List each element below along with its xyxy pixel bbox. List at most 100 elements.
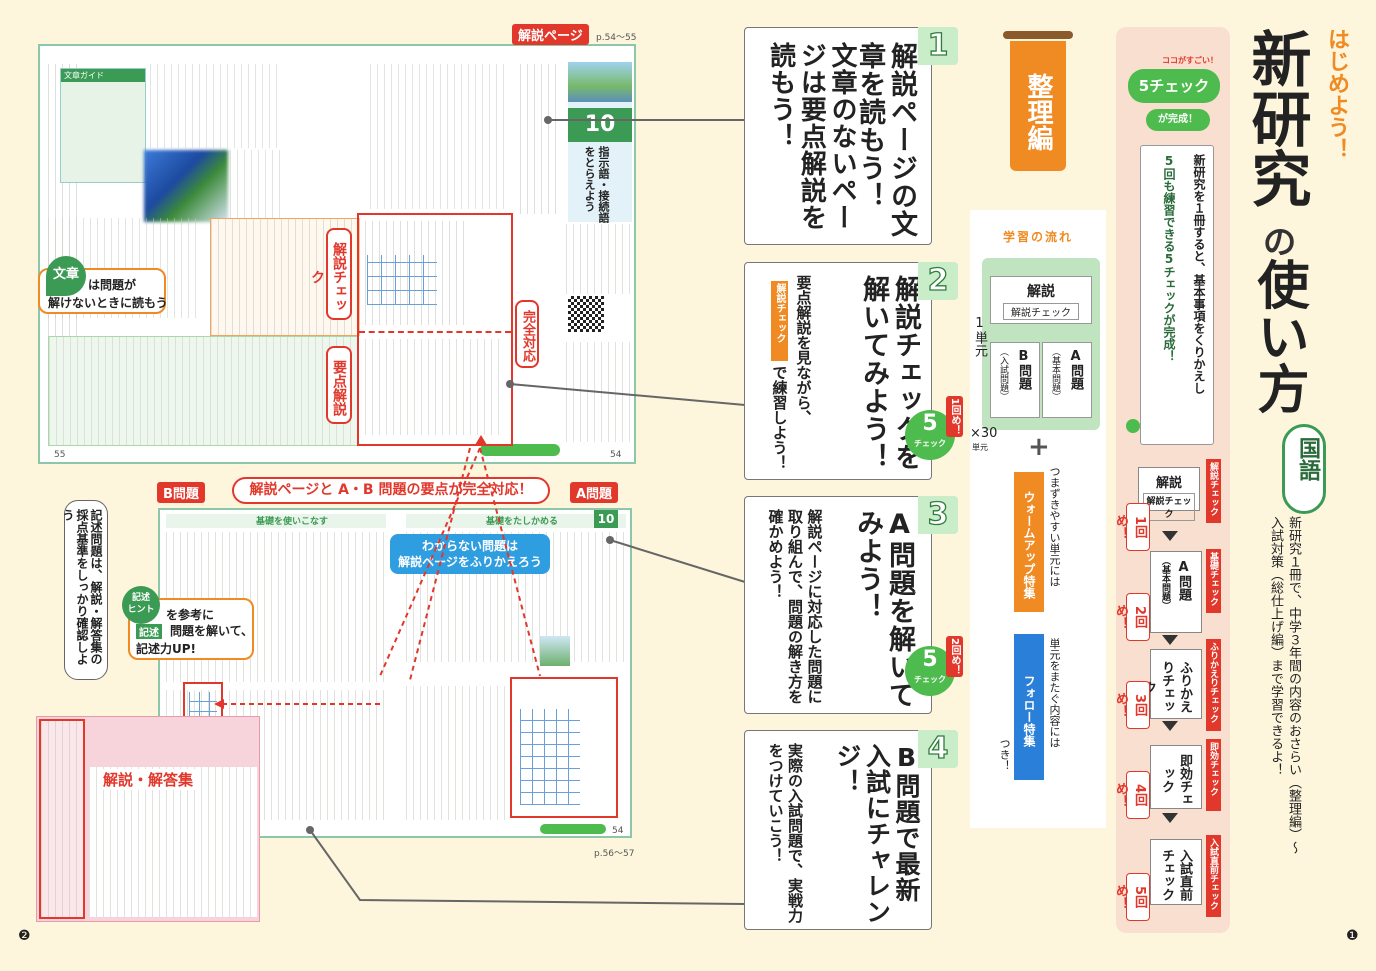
kijutsu-hint-top: 記述 [131,593,150,603]
bunsho-text1: は問題が [88,278,137,292]
answers-cover [39,719,85,919]
step-5-box: 入試直前チェック [1159,849,1192,901]
kijutsu-tag2: 記述 [136,624,162,639]
sprout-icon [1126,419,1140,433]
left-mini-page-num: 55 [54,450,66,460]
step-2-box: A問題 [1176,560,1191,601]
flow-unit-label: 1単元 [972,316,987,357]
step-box-2: A問題 （基本問題） [1150,551,1202,633]
desc-line2: 5回も練習できる5チェックが完成！ [1162,154,1176,362]
kijutsu-text3: 記述力UP! [136,642,197,656]
flow-follow-note: 単元をまたぐ内容には [1048,638,1061,748]
badge-five: 5 [922,647,938,672]
answer-boxes [367,255,437,305]
step-1-tab: 解説チェック [1206,459,1221,523]
bunsho-tag: 文章 [46,256,86,296]
kanzen-taio-label: 完全対応 [515,300,539,368]
koko-ga-sugoi: ココがすごい！ [1162,56,1218,65]
right-page-number: ❶ [1346,928,1359,944]
five-check-panel: ココがすごい！ 5チェック が完成！ 新研究を１冊すると、基本事項をくりかえし … [1113,27,1230,933]
kaisetsu-page-range: p.54〜55 [596,33,637,43]
flow-warmup-bar: ウォームアップ特集 [1014,472,1044,612]
step-arrow-2 [1162,635,1178,645]
ga-kansei: が完成！ [1146,109,1210,131]
flow-b-sub: （入試問題） [998,347,1008,401]
text-block [370,64,510,209]
kokugo-label: 国語 [1295,437,1320,481]
step-card-1: 解説ページの文章を読もう！ 文章のないページは要点解説を読もう！ [744,27,932,245]
text-block [150,64,280,148]
step-arrow-3 [1162,721,1178,731]
flow-title: 学習の流れ [1002,230,1073,244]
flow-kaisetsu: 解説 [1027,284,1055,300]
step-2-label: 2回め！ [1113,593,1150,641]
a-mondai-tag: A問題 [570,482,619,503]
bunsho-guide-label: 文章ガイド [61,69,145,82]
step-box-4: 即効チェック [1150,745,1202,809]
five-check-big: 5チェック [1128,69,1220,103]
flow-plus: + [1028,432,1050,462]
card-2-times-badge: 1回め！ [946,396,963,437]
step-card-3: A問題を解いてみよう！ 解説ページに対応した問題に取り組んで、問題の解き方を確か… [744,496,932,714]
saiten-bubble: 記述問題は、解説・解答集の採点基準をしっかり確認しよう [61,500,108,680]
card-4-big: B問題で最新入試にチャレンジ！ [833,743,921,925]
kokugo-badge: 国語 [1282,424,1326,514]
step-3-label: 3回め！ [1113,681,1150,729]
step-5-tab: 入試直前チェック [1206,835,1221,917]
five-check-logo: ココがすごい！ 5チェック が完成！ [1126,55,1220,137]
flow-green-block: 解説 解説チェック A問題 （基本問題） B問題 （入試問題） [982,258,1100,430]
kijutsu-hint-badge: 記述 ヒント [122,586,160,624]
step-3-tab: ふりかえりチェック [1206,639,1221,731]
kaisetsu-highlight-box [357,213,513,446]
green-section [48,336,358,446]
desc-line1: 新研究を１冊すると、基本事項をくりかえし [1192,154,1206,394]
kokugo-desc2: 入試対策（総仕上げ編）まで学習できるよ！ [1268,516,1283,776]
flow-panel: 学習の流れ 解説 解説チェック A問題 （基本問題） B問題 （入試問題） 1単… [970,210,1106,828]
flow-kaisetsu-box: 解説 解説チェック [990,276,1092,324]
banner-rod [1003,31,1073,39]
flow-follow-tail: つき！ [998,738,1011,771]
card-4-number: 4 [918,730,958,768]
flow-times-unit: 単元 [972,443,988,452]
wakaranai-line2: 解説ページをふりかえろう [398,555,542,569]
landscape-photo [540,636,570,666]
qr-area [568,296,604,332]
answers-title: 解説・解答集 [99,769,198,790]
step-1-box: 解説 [1155,476,1182,491]
hajimeyo: はじめよう！ [1324,28,1349,160]
title-no: の [1256,224,1296,258]
title-main: 新研究 [1241,28,1311,208]
bunsho-text2: 解けないときに読もう [48,296,168,310]
answers-booklet: 解説・解答集 [36,716,260,922]
card-2-number: 2 [918,262,958,300]
text-block [566,224,632,294]
badge-check: チェック [914,439,946,448]
lesson-number: 10 [568,108,632,142]
card-4-small: 実際の入試問題で、実戦力をつけていこう！ [766,743,805,923]
badge-check: チェック [914,675,946,684]
step-1-sub: 解説チェック [1143,493,1195,521]
left-page-number: ❷ [18,928,31,944]
kijutsu-callout: 記述 ヒント を参考に 記述 問題を解いて、 記述力UP! [122,586,254,660]
card-1-number: 1 [918,27,958,65]
step-4-tab: 即効チェック [1206,739,1221,811]
card-2-small-post: で練習しよう！ [770,365,789,470]
yoten-lines [365,339,505,435]
step-box-3: ふりかえりチェック [1141,649,1202,719]
yoten-kaisetsu-label: 要点解説 [326,346,352,424]
text-block [520,64,560,214]
title-use: 使い方 [1248,258,1308,414]
badge-five: 5 [922,411,938,436]
b-mondai-tag: B問題 [157,482,205,503]
ab-lesson-number: 10 [594,510,618,528]
seiri-hen-label: 整理編 [1010,41,1066,171]
a-page-header: 基礎をたしかめる [406,514,626,528]
text-block [406,686,506,820]
kaisetsu-page-tag: 解説ページ [512,24,589,45]
river-photo [568,62,632,102]
right-mini-page-num: 54 [610,450,622,460]
blurred-photo [144,150,228,222]
step-box-5: 入試直前チェック [1150,839,1202,905]
